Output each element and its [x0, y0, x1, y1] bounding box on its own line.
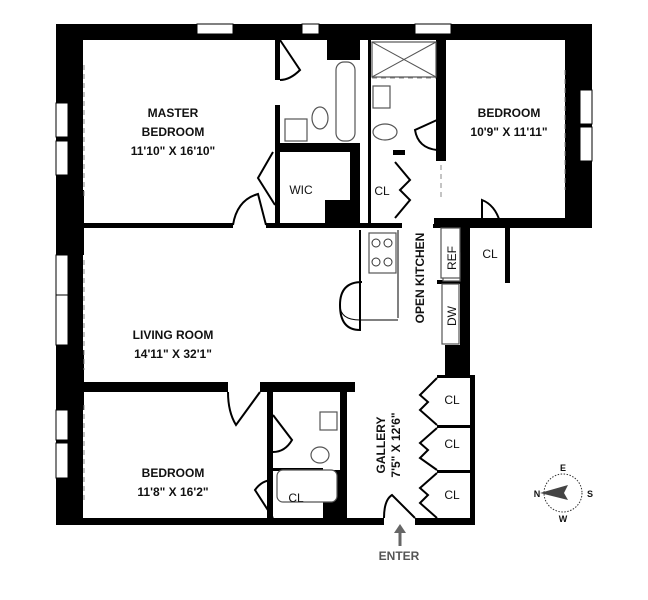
bedroom-south-label: BEDROOM [142, 466, 205, 480]
master-bedroom-size: 11'10" X 16'10" [131, 144, 216, 158]
closet-label: CL [374, 184, 390, 198]
compass-s: S [587, 489, 593, 499]
sink-icon [319, 411, 338, 431]
enter-label: ENTER [379, 549, 420, 563]
closet-label: CL [482, 247, 498, 261]
compass-n: N [534, 489, 541, 499]
bedroom-east-size: 10'9" X 11'11" [470, 125, 547, 139]
open-kitchen-label: OPEN KITCHEN [413, 233, 427, 324]
compass-e: E [560, 463, 566, 473]
doors [227, 39, 502, 519]
dishwasher-label: DW [445, 305, 459, 326]
windows [55, 23, 593, 500]
stove-icon [368, 232, 397, 274]
closet-label: CL [444, 393, 460, 407]
fixtures [276, 41, 461, 503]
toilet-icon [311, 106, 329, 130]
toilet-icon [372, 123, 398, 141]
wic-label: WIC [289, 183, 313, 197]
living-room-label: LIVING ROOM [133, 328, 214, 342]
compass-w: W [559, 514, 568, 524]
bedroom-east-label: BEDROOM [478, 106, 541, 120]
master-bedroom-label: MASTER [148, 106, 199, 120]
gallery-label: GALLERY [374, 417, 388, 474]
master-bedroom-label-2: BEDROOM [142, 125, 205, 139]
sink-icon [284, 118, 308, 142]
closet-label: CL [444, 488, 460, 502]
bathtub-icon [276, 469, 338, 503]
gallery-size: 7'5" X 12'6" [389, 412, 403, 477]
bedroom-south-size: 11'8" X 16'2" [137, 485, 208, 499]
sink-icon [372, 85, 391, 109]
bathtub-icon [335, 61, 356, 142]
closet-label: CL [288, 491, 304, 505]
toilet-icon [310, 446, 330, 464]
living-room-size: 14'11" X 32'1" [134, 347, 212, 361]
refrigerator-label: REF [445, 246, 459, 270]
entry-arrow-icon [394, 524, 406, 546]
compass-icon: N E S W [534, 463, 593, 524]
closet-label: CL [444, 437, 460, 451]
